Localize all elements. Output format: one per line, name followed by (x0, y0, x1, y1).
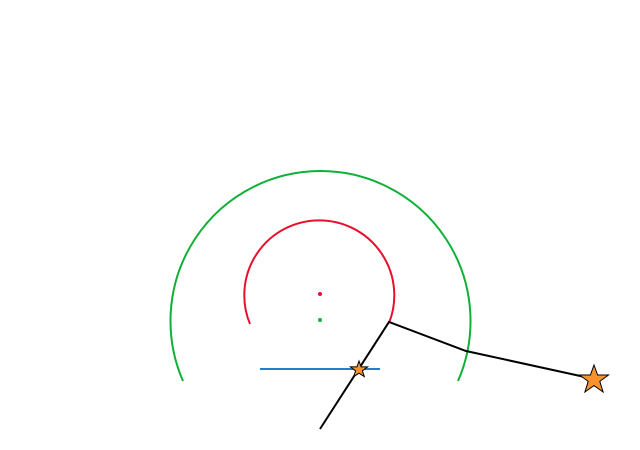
center-dot-red (318, 292, 322, 296)
inner-arc (243, 219, 396, 325)
star-icon (577, 363, 611, 394)
black-path (319, 320, 595, 430)
star-icon (348, 359, 370, 378)
outer-arc (169, 170, 472, 382)
center-dot-green (318, 318, 322, 322)
